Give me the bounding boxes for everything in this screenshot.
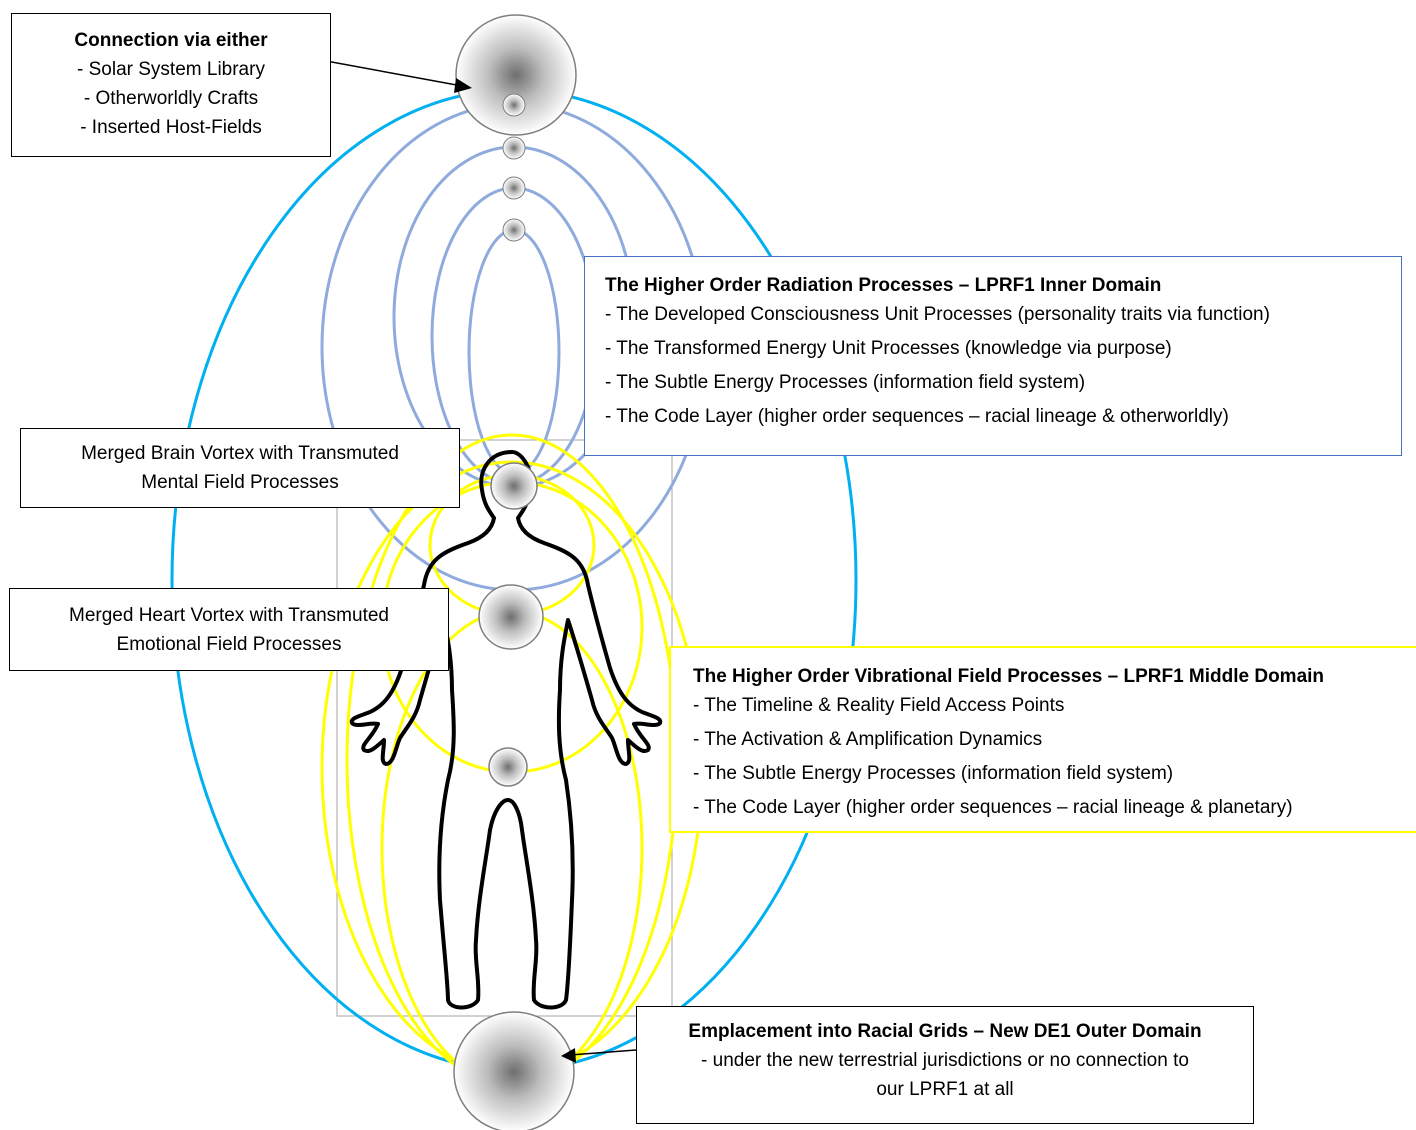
node-orb-4 [502,218,526,242]
arrow-head-top [454,78,472,93]
bottom-grid-orb [453,1011,575,1130]
inner-domain-item: - The Transformed Energy Unit Processes … [605,338,1172,359]
heart-vortex-line: Merged Heart Vortex with Transmuted [69,605,389,626]
node-orb-2 [502,136,526,160]
brain-vortex-line: Merged Brain Vortex with Transmuted [81,443,399,464]
connection-item: - Inserted Host-Fields [80,117,262,138]
heart-vortex-box: Merged Heart Vortex with Transmuted Emot… [9,588,449,671]
inner-domain-item: - The Code Layer (higher order sequences… [605,406,1229,427]
inner-domain-item: - The Subtle Energy Processes (informati… [605,372,1086,393]
lower-vortex-orb [488,747,528,787]
node-orb-1 [502,93,526,117]
inner-domain-item: - The Developed Consciousness Unit Proce… [605,304,1270,325]
middle-domain-item: - The Subtle Energy Processes (informati… [693,763,1174,784]
outer-domain-line: - under the new terrestrial jurisdiction… [701,1050,1189,1071]
inner-domain-title: The Higher Order Radiation Processes – L… [605,275,1162,296]
brain-vortex-line: Mental Field Processes [141,472,339,493]
middle-domain-box: The Higher Order Vibrational Field Proce… [669,646,1416,833]
outer-domain-box: Emplacement into Racial Grids – New DE1 … [636,1006,1254,1124]
brain-vortex-box: Merged Brain Vortex with Transmuted Ment… [20,428,460,508]
middle-domain-item: - The Activation & Amplification Dynamic… [693,729,1043,750]
middle-domain-item: - The Code Layer (higher order sequences… [693,797,1293,818]
figure-frame [336,439,673,1017]
outer-domain-title: Emplacement into Racial Grids – New DE1 … [688,1021,1202,1042]
human-figure-outline [349,450,663,1010]
node-orb-3 [502,176,526,200]
pointer-arrows [298,55,637,1063]
heart-vortex-orb [478,584,544,650]
top-connection-orb [455,14,577,136]
inner-domain-box: The Higher Order Radiation Processes – L… [584,256,1402,456]
outer-domain-line: our LPRF1 at all [876,1079,1014,1100]
heart-vortex-line: Emotional Field Processes [116,634,342,655]
inner-loop-4 [467,228,561,476]
middle-domain-item: - The Timeline & Reality Field Access Po… [693,695,1065,716]
middle-domain-title: The Higher Order Vibrational Field Proce… [693,666,1325,687]
connection-item: - Solar System Library [77,59,265,80]
brain-vortex-orb [490,462,538,510]
vortex-orbs [453,14,577,1130]
connection-title: Connection via either [74,30,268,51]
connection-box: Connection via either - Solar System Lib… [11,13,331,157]
arrow-to-bottom-orb [569,1049,637,1056]
arrow-head-bottom [561,1048,576,1063]
connection-item: - Otherworldly Crafts [83,88,259,109]
